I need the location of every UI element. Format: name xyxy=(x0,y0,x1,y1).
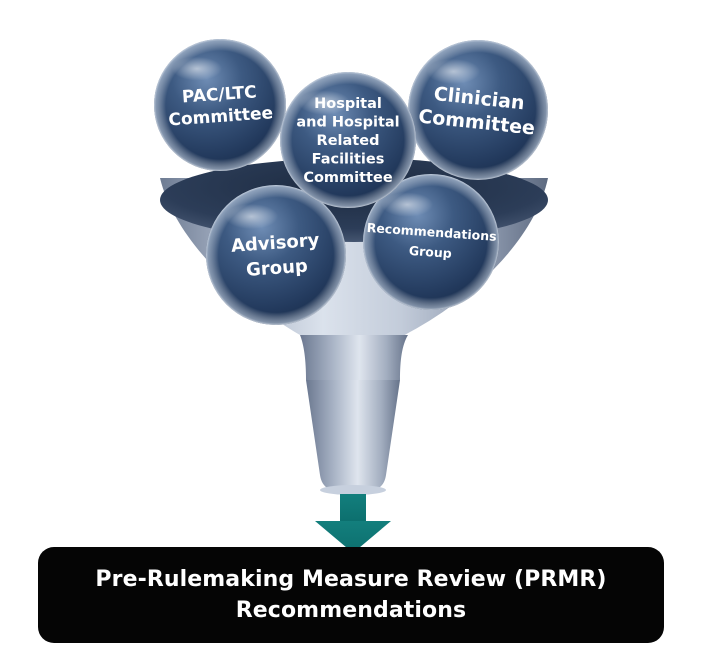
sphere-pac: PAC/LTCCommittee xyxy=(154,39,286,171)
sphere-recommendations: RecommendationsGroup xyxy=(363,174,499,310)
sphere-highlight xyxy=(298,90,351,115)
sphere-label-line: Committee xyxy=(303,170,392,186)
sphere-highlight xyxy=(171,56,222,81)
down-arrow-icon xyxy=(315,494,391,553)
funnel-spout-tip xyxy=(320,485,386,495)
sphere-label-line: Related xyxy=(317,133,380,149)
sphere-label-line: Facilities xyxy=(312,152,385,168)
sphere-highlight xyxy=(224,203,279,230)
sphere-label-advisory: AdvisoryGroup xyxy=(230,230,322,282)
sphere-advisory: AdvisoryGroup xyxy=(206,185,346,325)
result-box: Pre-Rulemaking Measure Review (PRMR) Rec… xyxy=(38,547,664,643)
sphere-highlight xyxy=(426,58,481,85)
sphere-label-line: Hospital xyxy=(314,96,382,112)
sphere-label-line: Group xyxy=(245,256,308,281)
sphere-highlight xyxy=(381,192,434,217)
sphere-label-line: and Hospital xyxy=(296,115,399,131)
sphere-label-line: Group xyxy=(408,243,452,261)
sphere-clinician: ClinicianCommittee xyxy=(408,40,548,180)
sphere-rim xyxy=(206,185,346,325)
funnel-spout xyxy=(306,380,400,493)
committee-spheres: PAC/LTCCommittee ClinicianCommitteeAdviso… xyxy=(154,39,548,325)
funnel-neck xyxy=(300,335,408,380)
result-title-line2: Recommendations xyxy=(235,598,467,623)
result-title-line1: Pre-Rulemaking Measure Review (PRMR) xyxy=(95,567,607,592)
